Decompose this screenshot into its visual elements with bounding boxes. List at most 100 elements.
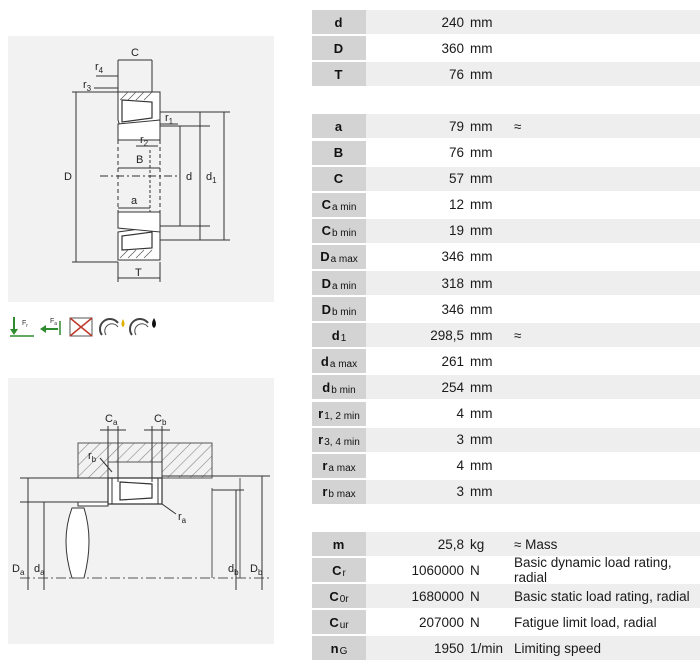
label-r2: r	[140, 134, 144, 146]
label-ra: r	[178, 511, 182, 523]
symbol-subscript: b min	[331, 228, 357, 240]
symbol-cell: C	[312, 166, 366, 191]
label-d1-sub: 1	[212, 176, 217, 185]
symbol: C	[329, 588, 339, 604]
svg-text:r1: r1	[165, 112, 174, 126]
unit-cell: mm	[470, 223, 493, 239]
svg-text:r3: r3	[83, 79, 92, 93]
label-d1: d	[206, 171, 212, 183]
label-ra-sub: a	[182, 516, 187, 525]
symbol-cell: a	[312, 114, 366, 139]
symbol-subscript: 1	[340, 332, 347, 344]
symbol: D	[321, 301, 331, 317]
unit-cell: mm	[470, 301, 493, 317]
description-cell: Basic static load rating, radial	[514, 588, 690, 604]
label-a: a	[131, 195, 138, 207]
value-cell: 79	[448, 118, 464, 134]
symbol: D	[321, 275, 331, 291]
value-cell: 19	[448, 223, 464, 239]
unit-cell: N	[470, 588, 480, 604]
label-r1: r	[165, 112, 169, 124]
value-cell: 298,5	[430, 327, 464, 343]
label-Da: D	[12, 563, 20, 575]
label-Ca-sub: a	[113, 418, 118, 427]
svg-text:r4: r4	[95, 61, 104, 75]
description-cell: ≈	[514, 327, 522, 343]
fr-label-sub: r	[26, 323, 28, 329]
svg-text:C: C	[131, 47, 139, 59]
radial-load-icon: Fr	[10, 317, 34, 337]
description-cell: ≈	[514, 118, 522, 134]
value-cell: 3	[456, 432, 464, 448]
label-da-sub: a	[40, 568, 45, 577]
svg-text:da: da	[34, 563, 45, 577]
unit-cell: mm	[470, 379, 493, 395]
symbol: d	[334, 14, 343, 30]
label-C: C	[131, 47, 139, 59]
unit-cell: mm	[470, 118, 493, 134]
svg-text:d1: d1	[206, 171, 217, 185]
description-cell: Basic dynamic load rating, radial	[514, 555, 672, 586]
fa-label: F	[50, 318, 54, 325]
value-cell: 254	[441, 379, 464, 395]
value-cell: 12	[448, 197, 464, 213]
symbol-subscript: b max	[328, 489, 356, 501]
svg-text:Cb: Cb	[154, 413, 167, 427]
fa-label-sub: a	[54, 321, 57, 327]
svg-text:rb: rb	[88, 450, 97, 464]
label-Cb-sub: b	[162, 418, 167, 427]
symbol-subscript: r	[342, 567, 346, 579]
symbol-cell: T	[312, 62, 366, 87]
symbol: C	[321, 223, 331, 239]
symbol-subscript: a min	[331, 280, 357, 292]
label-rb: r	[88, 450, 92, 462]
symbol-subscript: ur	[339, 619, 349, 631]
label-Db-sub: b	[258, 568, 263, 577]
symbol-subscript: a min	[331, 202, 357, 214]
label-db-sub: b	[234, 568, 239, 577]
value-cell: 76	[448, 66, 464, 82]
svg-text:db: db	[228, 563, 239, 577]
value-cell: 4	[456, 406, 464, 421]
symbol: d	[322, 379, 331, 395]
fr-label: F	[22, 320, 26, 327]
label-r4: r	[95, 61, 99, 73]
unit-cell: N	[470, 562, 480, 578]
symbol: D	[333, 40, 344, 56]
oil-lubrication-icon	[99, 318, 125, 336]
label-Ca: C	[105, 413, 113, 425]
svg-text:ra: ra	[178, 511, 187, 525]
symbol-subscript: 3, 4 min	[324, 437, 360, 449]
symbol-cell: m	[312, 532, 366, 556]
symbol: C	[321, 197, 331, 213]
symbol: C	[329, 614, 339, 630]
symbol: B	[333, 145, 344, 160]
value-cell: 4	[456, 458, 464, 474]
label-r1-sub: 1	[169, 117, 174, 126]
value-cell: 25,8	[437, 536, 464, 552]
mounting-dimension-drawing: Ca Cb rb ra Da da db Db	[12, 413, 270, 590]
svg-text:Ca: Ca	[105, 413, 118, 427]
value-cell: 76	[448, 145, 464, 160]
description-cell: Limiting speed	[514, 640, 602, 656]
value-cell: 318	[441, 275, 464, 291]
label-da: d	[34, 563, 40, 575]
svg-text:Da: Da	[12, 563, 25, 577]
